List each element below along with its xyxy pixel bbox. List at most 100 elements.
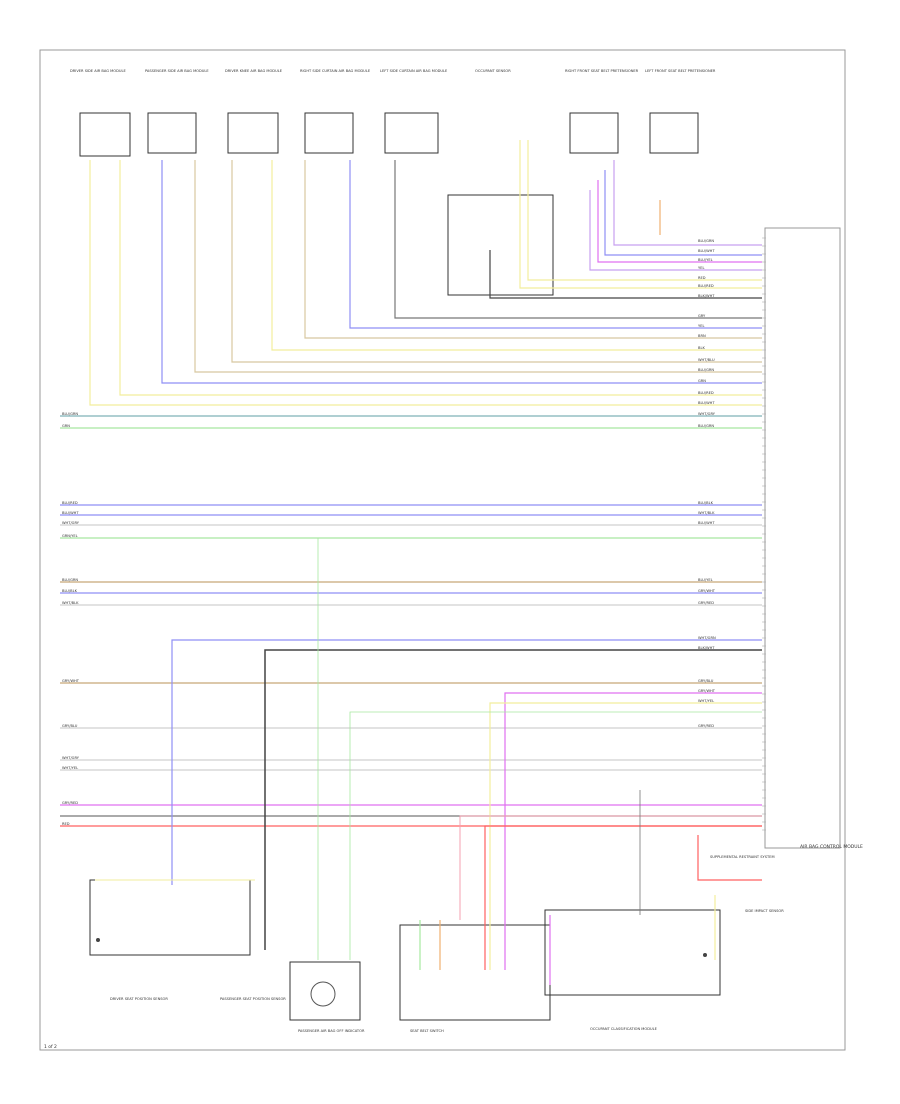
top-label-7: RIGHT FRONT SEAT BELT PRETENSIONER [565,69,639,73]
passenger-air-bag-module-box [147,112,197,154]
wire [697,835,762,881]
wire-code-left: GRN/YEL [62,534,78,538]
wire-code-right: GRN [698,379,706,383]
wire-code-right: GRY/RED [698,724,714,728]
bottom-label-1: DRIVER SEAT POSITION SENSOR [110,997,168,1001]
driver-air-bag-module-box [79,112,131,157]
component-labels: DRIVER SIDE AIR BAG MODULE PASSENGER SID… [70,69,784,1033]
wire-code-right: BLU/GRN [698,368,714,372]
wire-code-left: RED [62,822,70,826]
wire-code-right: BLU/GRN [698,424,714,428]
wire [119,160,762,396]
wire [304,160,762,339]
wire-code-right: BLU/GRN [698,239,714,243]
wire [394,160,762,319]
knee-air-bag-module-box [227,112,279,154]
bottom-label-5: OCCUPANT CLASSIFICATION MODULE [590,1027,658,1031]
occupant-classification-module-box [399,924,551,1021]
air-bag-control-module-box [764,227,841,849]
wire-code-left: GRY/WHT [62,679,80,683]
seat-position-sensors-box [89,879,251,956]
wire-code-right: BLU/YEL [698,258,713,262]
right-curtain-air-bag-box [304,112,354,154]
bottom-label-3: PASSENGER AIR BAG OFF INDICATOR [298,1029,365,1033]
wire-code-right: WHT/BLK [698,511,715,515]
top-label-2: PASSENGER SIDE AIR BAG MODULE [145,69,209,73]
wire-code-right: BLU/WHT [698,521,715,525]
wire-code-right: GRY/WHT [698,689,716,693]
wire-code-right: BLU/WHT [698,249,715,253]
wire-label-group: BLU/GRN BLU/WHT BLU/YEL YEL RED BLU/RED BLK/WH… [62,239,716,826]
wire-code-right: WHT/YEL [698,699,714,703]
bottom-components [89,879,721,1021]
wire-code-left: WHT/GRY [62,521,80,525]
wire [484,825,762,970]
right-pretensioner-box [569,112,619,154]
wire [613,160,762,246]
wire-code-right: BLU/BLK [698,501,714,505]
left-curtain-air-bag-box [384,112,439,154]
top-label-4: RIGHT SIDE CURTAIN AIR BAG MODULE [300,69,371,73]
wire [597,180,762,263]
bottom-label-6: SIDE IMPACT SENSOR [745,909,784,913]
wire-code-right: YEL [698,324,704,328]
wire [459,815,762,920]
top-label-1: DRIVER SIDE AIR BAG MODULE [70,69,126,73]
wire-code-right: BLU/YEL [698,578,713,582]
wire [504,692,762,970]
wire-code-left: BLU/RED [62,501,78,505]
wire-code-left: BLU/BLK [62,589,78,593]
wire-code-right: GRY/BLU [698,679,714,683]
wire [489,250,762,299]
wire [271,160,762,351]
wire-code-right: GRY [698,314,706,318]
wire-code-left: BLU/GRN [62,578,78,582]
wire-code-right: BLU/RED [698,391,714,395]
wire-code-left: WHT/BLK [62,601,79,605]
wire-code-left: WHT/GRY [62,756,80,760]
diagram-frame [39,49,846,1051]
wire-code-right: BLK/WHT [698,294,715,298]
top-components [79,112,699,296]
wire [171,639,762,885]
wire [89,160,762,406]
wire [194,160,762,373]
wire-code-right: RED [698,276,706,280]
wire-code-right: BLK/WHT [698,646,715,650]
wire-code-right: YEL [698,266,704,270]
page-number: 1 of 2 [44,1044,57,1050]
occupant-sensor-box [447,194,554,296]
wire [589,190,762,271]
bottom-label-4: SEAT BELT SWITCH [410,1029,444,1033]
wire-code-right: BRN [698,334,706,338]
bottom-label-2: PASSENGER SEAT POSITION SENSOR [220,997,286,1001]
wire-code-left: BLU/GRN [62,412,78,416]
wire-code-right: BLK [698,346,705,350]
wire [231,160,762,363]
wire-group [60,140,766,985]
connector-dot-icon [703,953,707,957]
wire-code-right: WHT/GRN [698,636,716,640]
wire-code-right: BLU/RED [698,284,714,288]
wire-code-right: GRY/RED [698,601,714,605]
wire-code-right: BLU/WHT [698,401,715,405]
wire [604,170,762,256]
wire-code-right: WHT/BLU [698,358,715,362]
control-module-note: SUPPLEMENTAL RESTRAINT SYSTEM [710,855,775,859]
wire [527,140,762,281]
top-label-3: DRIVER KNEE AIR BAG MODULE [225,69,283,73]
control-module-label: AIR BAG CONTROL MODULE [800,844,863,850]
top-label-6: OCCUPANT SENSOR [475,69,511,73]
wire [349,160,762,329]
connector-dot-icon [96,938,100,942]
wire-code-right: GRY/WHT [698,589,716,593]
wire [264,649,762,950]
wire-code-right: WHT/GRY [698,412,716,416]
wire-code-left: WHT/YEL [62,766,78,770]
wire-code-left: GRN [62,424,70,428]
airbag-off-indicator-box [289,961,361,1021]
top-label-8: LEFT FRONT SEAT BELT PRETENSIONER [645,69,716,73]
seat-belt-switch-box [544,909,721,996]
